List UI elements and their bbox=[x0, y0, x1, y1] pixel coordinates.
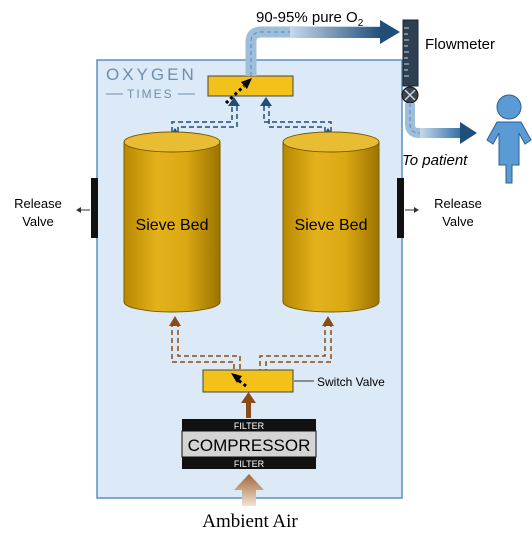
patient-pipe bbox=[405, 103, 477, 144]
left-sieve-bed-label: Sieve Bed bbox=[136, 217, 209, 234]
output-pipe bbox=[245, 20, 400, 76]
left-release-label-line2: Valve bbox=[22, 214, 54, 229]
selector-in-arrow-left bbox=[228, 97, 240, 106]
left-release-label-line1: Release bbox=[14, 196, 62, 211]
right-sieve-bed bbox=[282, 131, 380, 313]
switch-valve-label: Switch Valve bbox=[317, 375, 385, 389]
filter-top-label: FILTER bbox=[234, 421, 265, 431]
to-patient-label: To patient bbox=[402, 152, 468, 169]
left-release-valve bbox=[91, 178, 98, 238]
selector-in-arrow-right bbox=[260, 97, 272, 106]
oxygen-times-logo: OXYGEN TIMES bbox=[106, 65, 197, 101]
compressor-label: COMPRESSOR bbox=[188, 436, 311, 455]
top-pipes bbox=[171, 104, 332, 132]
ambient-air-arrow bbox=[234, 474, 264, 506]
right-release-arrow bbox=[405, 207, 419, 213]
flowmeter-label: Flowmeter bbox=[425, 36, 495, 53]
right-release-label-line1: Release bbox=[434, 196, 482, 211]
patient-figure-icon bbox=[486, 94, 532, 184]
right-sieve-bed-label: Sieve Bed bbox=[295, 217, 368, 234]
left-sieve-bed bbox=[123, 131, 221, 313]
compressor-to-switch-arrow bbox=[241, 392, 256, 418]
right-release-label-line2: Valve bbox=[442, 214, 474, 229]
filter-bottom-label: FILTER bbox=[234, 459, 265, 469]
output-purity-label: 90-95% pure O2 bbox=[256, 9, 364, 29]
right-release-valve bbox=[397, 178, 404, 238]
right-bed-bottom-arrow bbox=[322, 316, 334, 326]
compressor bbox=[181, 419, 317, 469]
ambient-air-label: Ambient Air bbox=[202, 511, 298, 532]
switch-dotted-arrow bbox=[231, 373, 247, 388]
left-bed-bottom-arrow bbox=[169, 316, 181, 326]
logo-line1: OXYGEN bbox=[106, 65, 197, 84]
left-release-arrow bbox=[76, 207, 90, 213]
logo-line2: TIMES bbox=[127, 87, 174, 101]
selector-dotted-arrow bbox=[224, 78, 252, 105]
switch-valve bbox=[202, 369, 294, 393]
bottom-pipes bbox=[171, 322, 332, 370]
flowmeter bbox=[401, 19, 419, 104]
